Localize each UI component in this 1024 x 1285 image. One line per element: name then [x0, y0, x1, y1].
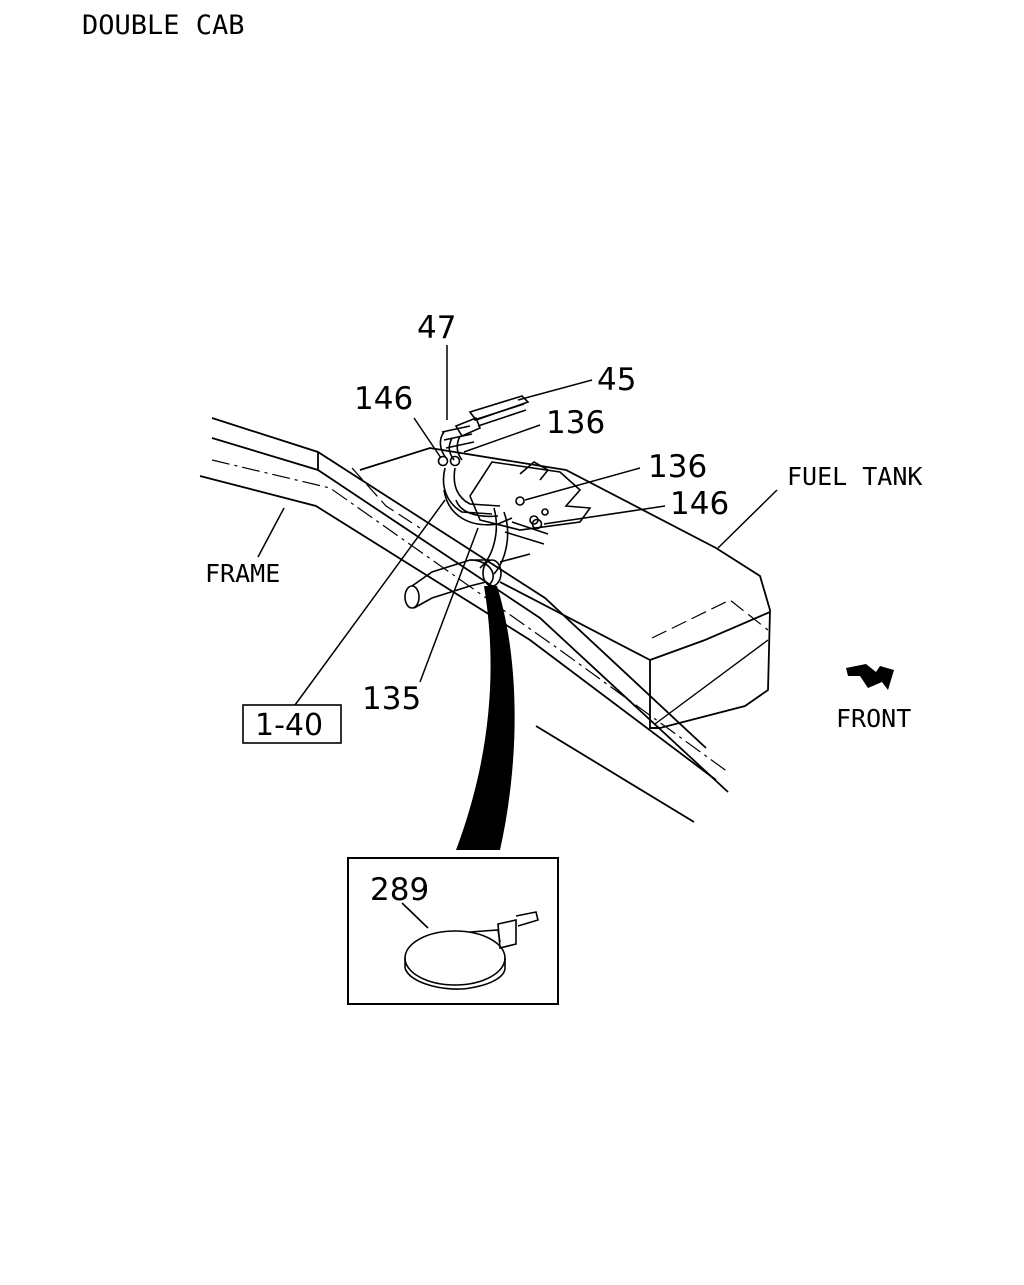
connector-47	[439, 425, 475, 461]
frame-rails	[199, 417, 729, 823]
label-135: 135	[362, 681, 421, 717]
filler-pipe	[404, 553, 531, 609]
sender-unit	[469, 461, 592, 531]
clip-136-lower	[515, 496, 525, 506]
reference-box: 1-40	[242, 704, 342, 744]
label-front: FRONT	[836, 704, 911, 733]
leader-lines	[257, 345, 778, 706]
variant-title: DOUBLE CAB	[82, 10, 245, 41]
label-146-lower: 146	[670, 486, 729, 522]
detail-callout-arrow	[456, 586, 515, 850]
front-arrow-icon	[846, 664, 894, 690]
label-146-upper: 146	[354, 381, 413, 417]
label-136-lower: 136	[648, 449, 707, 485]
label-45: 45	[597, 362, 636, 398]
label-136-upper: 136	[546, 405, 605, 441]
reference-box-label: 1-40	[255, 708, 323, 743]
label-fuel-tank: FUEL TANK	[787, 462, 922, 491]
connector-45	[454, 395, 530, 438]
band-clamp-icon	[401, 902, 539, 990]
hoses	[442, 467, 549, 575]
clip-146-lower	[531, 518, 543, 530]
fuel-tank-hidden-edges	[351, 467, 769, 728]
detail-box: 289	[347, 857, 559, 1005]
label-frame: FRAME	[205, 559, 280, 588]
label-289: 289	[370, 872, 429, 908]
frame-centerline	[211, 459, 729, 773]
clip-146-upper	[437, 455, 461, 467]
label-47: 47	[417, 310, 456, 346]
